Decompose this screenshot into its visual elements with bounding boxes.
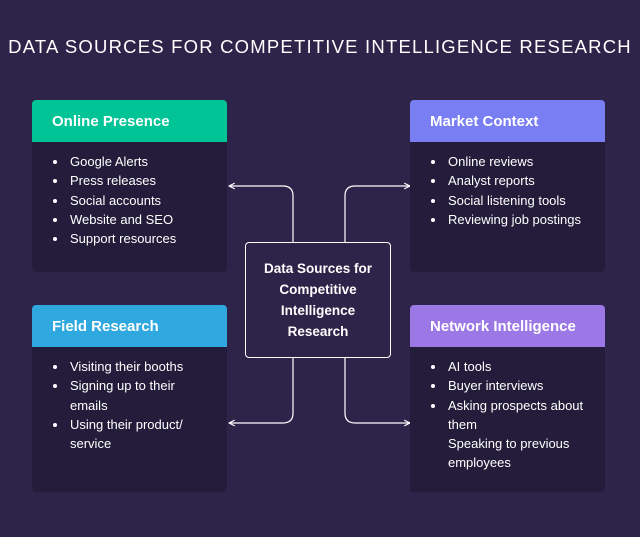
page-title: DATA SOURCES FOR COMPETITIVE INTELLIGENC… bbox=[8, 36, 632, 57]
list-item: AI tools bbox=[431, 357, 593, 376]
list-item: Visiting their booths bbox=[53, 357, 215, 376]
card-heading: Field Research bbox=[32, 305, 227, 347]
card-heading: Market Context bbox=[410, 100, 605, 142]
connector-market bbox=[344, 186, 410, 242]
connector-network bbox=[344, 358, 410, 423]
list-item: Signing up to their emails bbox=[53, 376, 215, 415]
center-node: Data Sources for Competitive Intelligenc… bbox=[245, 242, 391, 358]
list-item: Asking prospects about them bbox=[431, 396, 593, 435]
list-item: Website and SEO bbox=[53, 210, 215, 229]
connector-online bbox=[229, 186, 294, 242]
list-item: Reviewing job postings bbox=[431, 210, 593, 229]
list-item: Using their product/ service bbox=[53, 415, 215, 454]
list-item: Google Alerts bbox=[53, 152, 215, 171]
list-item: Analyst reports bbox=[431, 171, 593, 190]
connector-field bbox=[229, 358, 294, 423]
list-item: Speaking to previous employees bbox=[448, 436, 570, 471]
list-item: Support resources bbox=[53, 229, 215, 248]
list-item: Press releases bbox=[53, 171, 215, 190]
list-item: Social accounts bbox=[53, 191, 215, 210]
list-item: Social listening tools bbox=[431, 191, 593, 210]
card-heading: Network Intelligence bbox=[410, 305, 605, 347]
list-item: Buyer interviews bbox=[431, 376, 593, 395]
list-item: Online reviews bbox=[431, 152, 593, 171]
card-heading: Online Presence bbox=[32, 100, 227, 142]
